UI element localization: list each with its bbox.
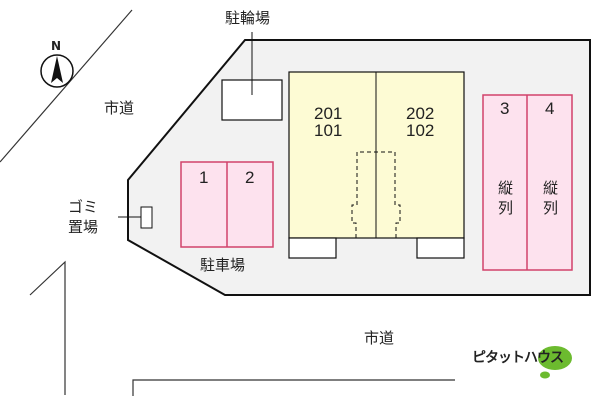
- garbage-area: [140, 206, 153, 229]
- parking-type-4: 縦列: [542, 179, 558, 217]
- road-edge-north: [0, 9, 133, 163]
- road-label-north: 市道: [104, 99, 135, 117]
- compass-icon: [40, 54, 74, 88]
- parking-type-3: 縦列: [497, 179, 513, 217]
- unit-202: 202: [406, 104, 435, 123]
- logo-text: ピタットハウス: [472, 350, 564, 366]
- bicycle-parking-label: 駐輪場: [225, 9, 271, 27]
- road-label-south: 市道: [364, 329, 395, 347]
- parking-space-1: 1: [199, 168, 209, 187]
- road-edge-south: [132, 379, 455, 396]
- stair-outline: [351, 151, 401, 238]
- parking-space-2: 2: [245, 168, 255, 187]
- road-edge-west: [29, 260, 66, 395]
- parking-space-3: 3: [500, 99, 510, 118]
- garbage-label-1: ゴミ: [68, 198, 99, 216]
- unit-201: 201: [314, 104, 343, 123]
- parking-space-4: 4: [545, 99, 555, 118]
- unit-101: 101: [314, 121, 343, 140]
- garbage-label-2: 置場: [68, 218, 99, 236]
- porch-right: [416, 237, 465, 259]
- logo-bubble-icon: [538, 346, 572, 379]
- car-parking-label: 駐車場: [200, 256, 246, 274]
- unit-102: 102: [406, 121, 435, 140]
- compass-north-label: N: [51, 39, 62, 53]
- porch-left: [288, 237, 337, 259]
